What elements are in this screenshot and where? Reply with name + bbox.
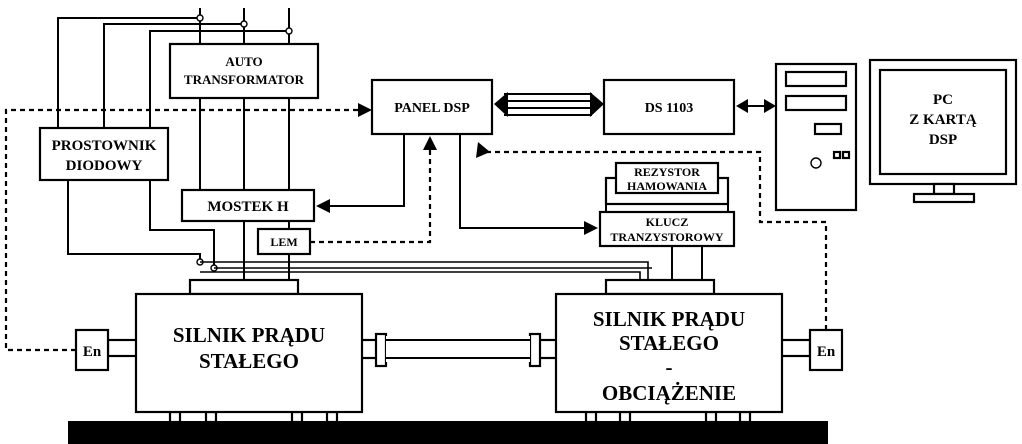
lem-to-dsp-signal xyxy=(310,136,437,244)
dsp-panel-label: PANEL DSP xyxy=(394,101,470,116)
supply-wires xyxy=(57,8,293,128)
encoder-right-signal xyxy=(476,142,828,330)
transistor-switch-label-2: TRANZYSTOROWY xyxy=(610,230,723,244)
h-bridge-block xyxy=(180,188,316,223)
dsp-panel-block xyxy=(370,78,494,136)
ds1103-block xyxy=(602,78,736,136)
motor-right xyxy=(554,292,784,414)
pc-label-2: Z KARTĄ xyxy=(909,112,977,128)
brake-resistor-block xyxy=(614,161,720,195)
ds1103-pc-link xyxy=(736,99,776,113)
motor-feet xyxy=(168,410,752,424)
encoder-left-label: En xyxy=(83,344,102,360)
motor-right-label-3: - xyxy=(666,355,673,379)
dsp-bus-link xyxy=(494,92,604,117)
autotransformer-label-2: TRANSFORMATOR xyxy=(184,72,305,87)
autotransformer-block xyxy=(168,42,320,100)
pc-monitor xyxy=(868,58,1018,204)
ds1103-label: DS 1103 xyxy=(645,101,694,116)
transistor-switch-label-1: KLUCZ xyxy=(646,215,689,229)
motor-right-label-1: SILNIK PRĄDU xyxy=(593,307,745,331)
pc-tower xyxy=(774,62,858,212)
autotransformer-label-1: AUTO xyxy=(225,54,262,69)
motor-right-label-2: STAŁEGO xyxy=(619,331,719,355)
encoder-left-signal xyxy=(4,103,372,352)
lem-sensor-block xyxy=(256,227,312,256)
base-plate xyxy=(68,421,828,444)
brake-resistor-label-1: REZYSTOR xyxy=(634,165,700,179)
shaft-coupling xyxy=(356,332,560,368)
motor-left-label-2: STAŁEGO xyxy=(199,349,299,373)
rectifier-block xyxy=(38,126,170,182)
motor-right-terminal-box xyxy=(604,278,716,296)
pc-label-1: PC xyxy=(933,92,953,108)
brake-resistor-label-2: HAMOWANIA xyxy=(627,179,707,193)
dsp-to-switch-link xyxy=(459,134,598,235)
motor-left-label-1: SILNIK PRĄDU xyxy=(173,323,325,347)
pc-label-3: DSP xyxy=(929,132,957,148)
motor-left-terminal-box xyxy=(188,278,300,296)
autotransformer-outputs xyxy=(199,98,290,190)
encoder-left xyxy=(74,328,110,372)
motor-left xyxy=(134,292,364,414)
rectifier-label-1: PROSTOWNIK xyxy=(52,138,157,154)
motor-right-label-4: OBCIĄŻENIE xyxy=(602,381,736,405)
rectifier-label-2: DIODOWY xyxy=(66,158,143,174)
lem-label: LEM xyxy=(270,235,297,249)
transistor-switch-block xyxy=(598,210,736,248)
dsp-to-bridge-link xyxy=(316,134,405,213)
motor-bus xyxy=(200,246,703,280)
h-bridge-label: MOSTEK H xyxy=(207,199,289,215)
encoder-right-label: En xyxy=(817,344,836,360)
